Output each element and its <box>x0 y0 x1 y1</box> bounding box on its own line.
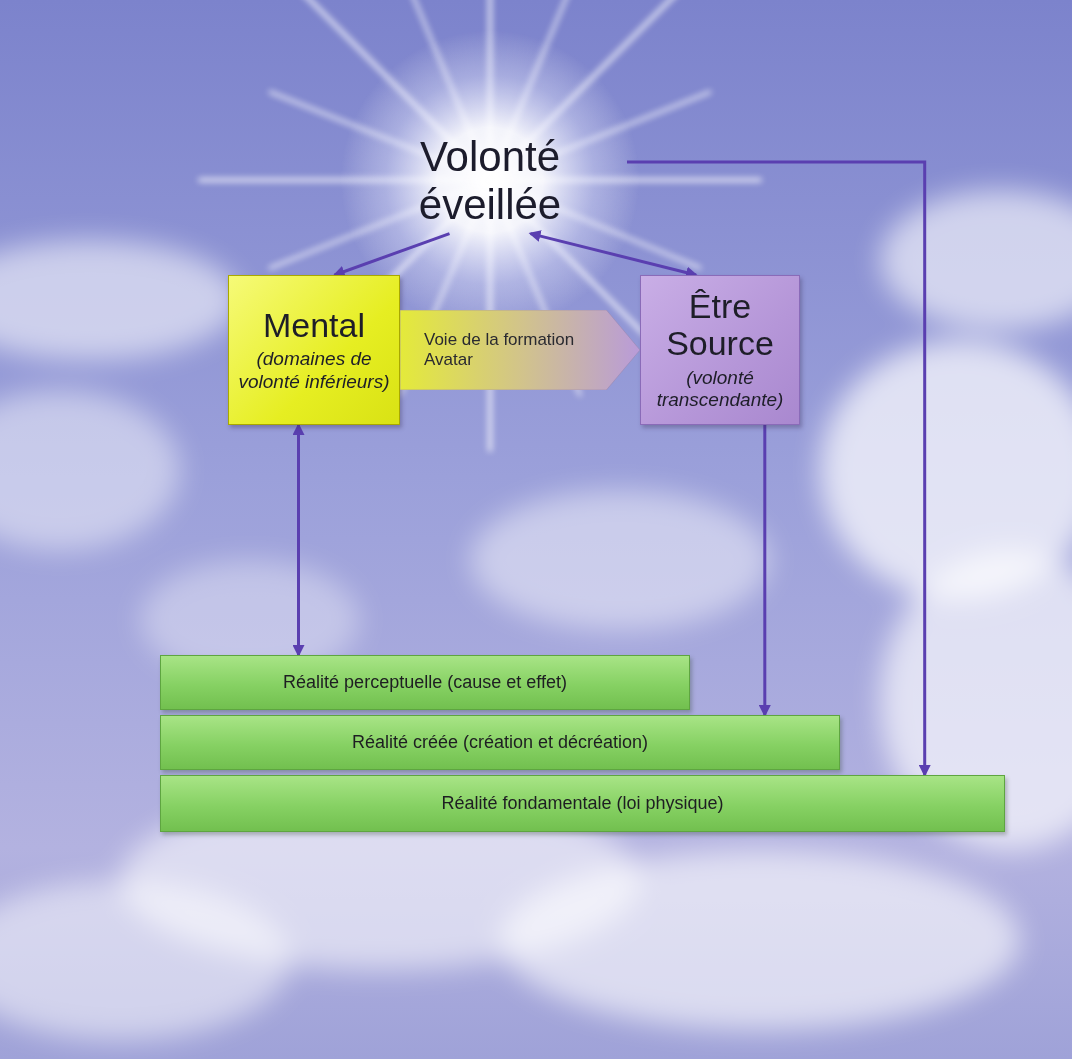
node-title: Voie de la formation Avatar <box>424 330 598 371</box>
node-title: Volonté éveillée <box>355 133 625 230</box>
awakened-will: Volonté éveillée <box>355 133 625 230</box>
node-subtitle: (domaines de volonté inférieurs) <box>237 348 391 394</box>
reality-band: Réalité fondamentale (loi physique) <box>160 775 1005 832</box>
connector-arrow <box>531 234 697 275</box>
path-arrow: Voie de la formation Avatar <box>400 310 640 390</box>
node-subtitle: (volonté transcendante) <box>649 367 791 413</box>
node-title: Mental <box>263 307 365 344</box>
source-box: Être Source(volonté transcendante) <box>640 275 800 425</box>
node-title: Réalité fondamentale (loi physique) <box>441 793 723 815</box>
reality-band: Réalité créée (création et décréation) <box>160 715 840 770</box>
reality-band: Réalité perceptuelle (cause et effet) <box>160 655 690 710</box>
node-title: Réalité créée (création et décréation) <box>352 732 648 754</box>
mind-box: Mental (domaines de volonté inférieurs) <box>228 275 400 425</box>
node-title: Réalité perceptuelle (cause et effet) <box>283 672 567 694</box>
connector-arrow <box>763 425 766 715</box>
connector-arrow <box>297 425 300 655</box>
connector-arrow <box>335 234 450 275</box>
node-title: Être Source <box>649 288 791 363</box>
